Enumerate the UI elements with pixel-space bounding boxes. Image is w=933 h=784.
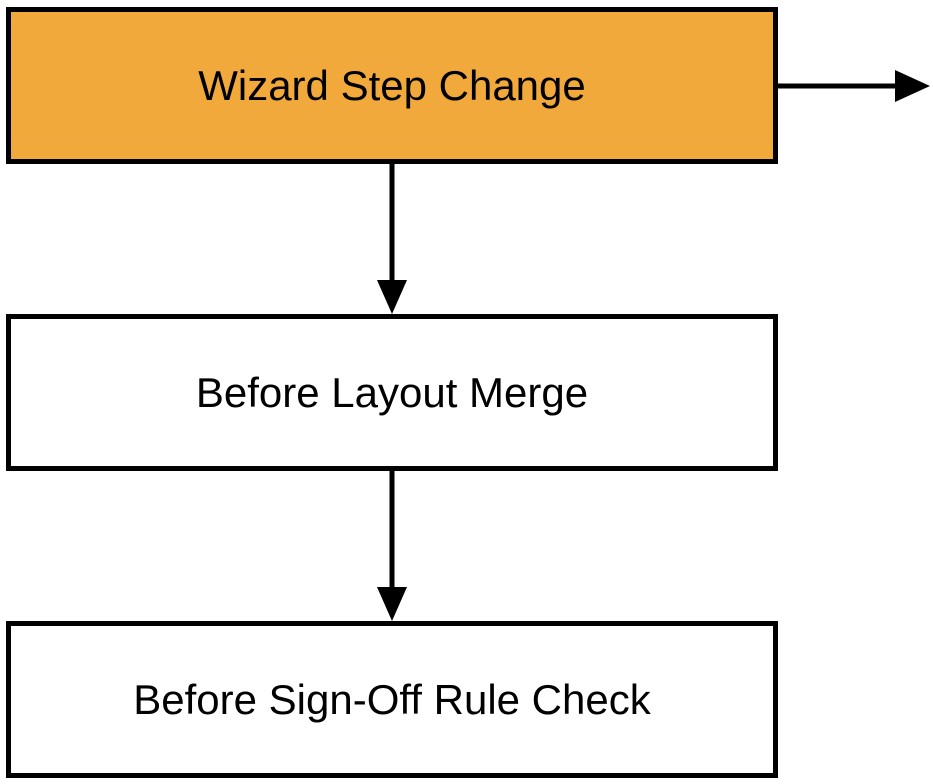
edge-layout-merge-to-sign-off [377,471,407,621]
arrowhead-down-icon [377,587,407,621]
node-before-layout-merge: Before Layout Merge [6,314,778,471]
node-wizard-step-change: Wizard Step Change [6,7,778,164]
arrowhead-down-icon [377,280,407,314]
edge-wizard-outgoing-right [778,70,930,102]
node-label-before-sign-off-rule-check: Before Sign-Off Rule Check [133,675,651,723]
node-before-sign-off-rule-check: Before Sign-Off Rule Check [6,621,778,778]
node-label-wizard-step-change: Wizard Step Change [198,61,586,109]
edge-wizard-to-layout-merge [377,164,407,314]
node-label-before-layout-merge: Before Layout Merge [195,368,589,416]
arrowhead-right-icon [895,70,930,102]
